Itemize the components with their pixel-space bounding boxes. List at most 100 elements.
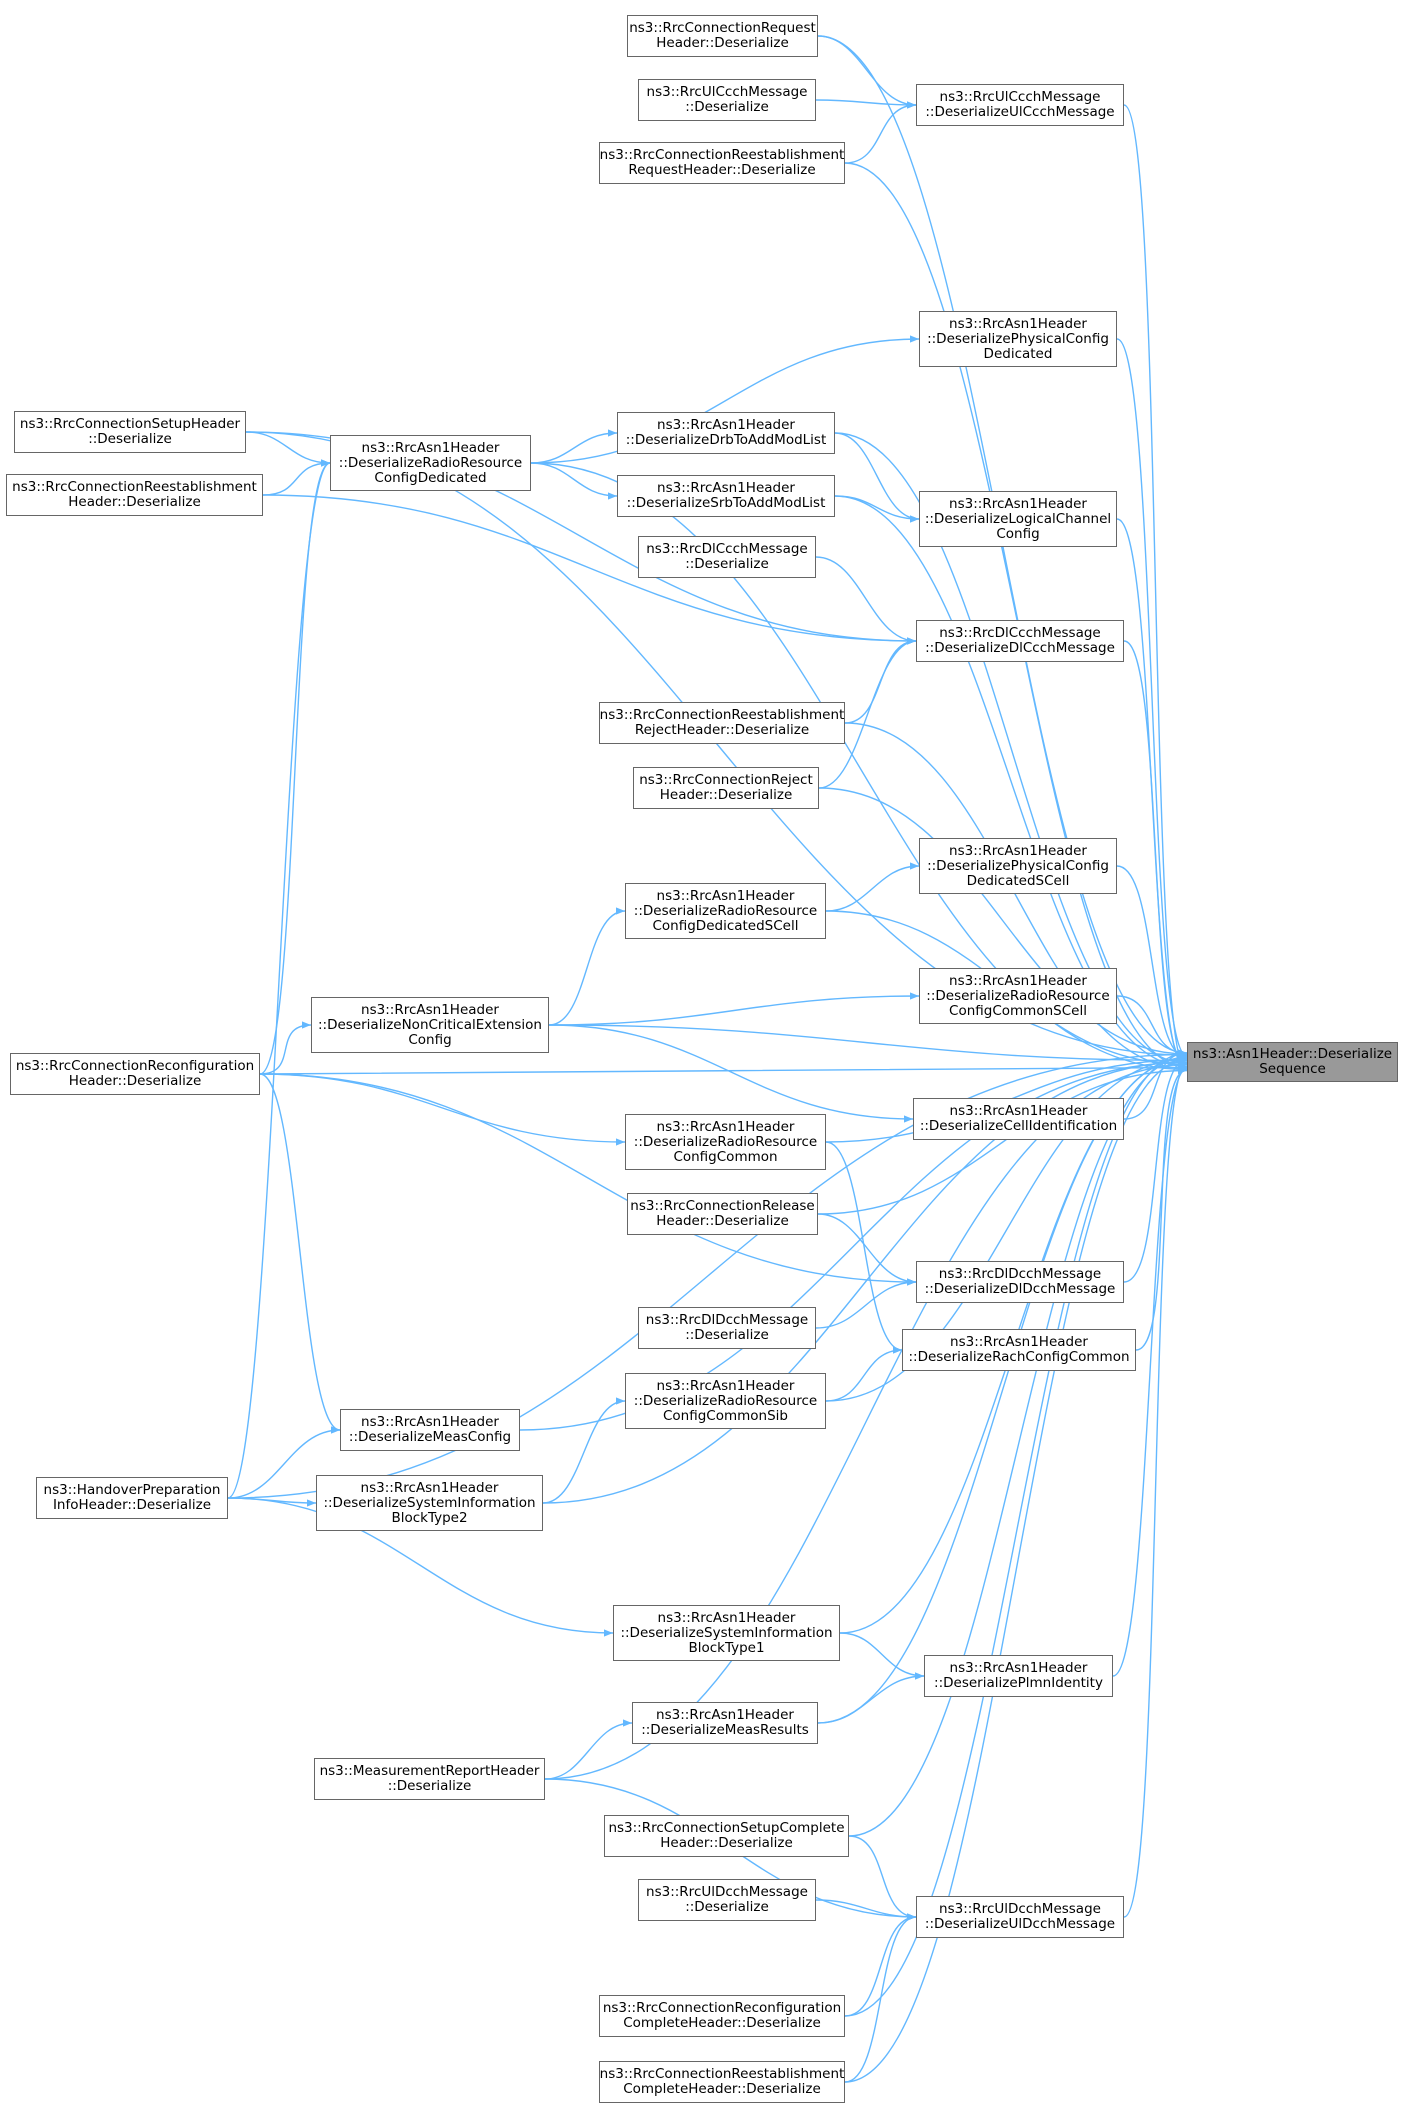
call-edge-n5-to-target xyxy=(1116,338,1188,1060)
node-rrcconnectionreestablishmentreject-header-deserialize[interactable]: ns3::RrcConnectionReestablishment Reject… xyxy=(599,702,845,744)
node-label-line: ns3::RrcAsn1Header xyxy=(361,1414,499,1430)
call-edge-n15-to-target xyxy=(818,787,1188,1058)
node-label-line: ns3::RrcAsn1Header xyxy=(950,1334,1088,1350)
call-edge-n19-to-n18 xyxy=(548,992,920,1026)
node-label-line: ::DeserializeRadioResource xyxy=(633,1133,818,1150)
node-label-line: ::DeserializeRadioResource xyxy=(338,454,523,471)
node-label-line: ::DeserializeNonCriticalExtension xyxy=(317,1016,542,1033)
node-label-line: ns3::RrcConnectionSetupHeader xyxy=(19,416,241,432)
node-rrcconnectionreconfigurationcomplete-header-deserialize[interactable]: ns3::RrcConnectionReconfiguration Comple… xyxy=(599,1995,845,2037)
node-deserializeplmnidentity[interactable]: ns3::RrcAsn1Header ::DeserializePlmnIden… xyxy=(924,1655,1113,1697)
call-edge-n7-to-n8 xyxy=(262,459,331,496)
node-label-line: ns3::RrcAsn1Header xyxy=(656,887,795,904)
call-edge-n30-to-target xyxy=(542,1058,1188,1504)
node-measurementreportheader-deserialize[interactable]: ns3::MeasurementReportHeader ::Deseriali… xyxy=(314,1758,545,1800)
call-edge-n29-to-n28 xyxy=(227,1426,341,1499)
node-label-line: Header::Deserialize xyxy=(660,1835,793,1851)
call-edge-n10-to-target xyxy=(834,495,1188,1071)
node-label-line: ns3::RrcUlDcchMessage xyxy=(939,1901,1101,1917)
node-rrcconnectionsetupcomplete-header-deserialize[interactable]: ns3::RrcConnectionSetupComplete Header::… xyxy=(604,1815,849,1857)
node-label-line: ::DeserializeMeasConfig xyxy=(348,1429,512,1445)
node-rrcconnectionsetupheader-deserialize[interactable]: ns3::RrcConnectionSetupHeader ::Deserial… xyxy=(14,411,246,453)
node-rrcconnectionreconfiguration-header-deserialize[interactable]: ns3::RrcConnectionReconfiguration Header… xyxy=(10,1053,260,1095)
node-rrcdldcchmessage-deserializedldcchmessage[interactable]: ns3::RrcDlDcchMessage ::DeserializeDlDcc… xyxy=(916,1261,1124,1303)
node-label-line: ns3::RrcDlCcchMessage xyxy=(646,541,808,557)
node-label-line: ns3::RrcConnectionReestablishment xyxy=(599,707,845,723)
node-label-line: ns3::RrcUlCcchMessage xyxy=(939,89,1101,105)
node-deserializesysteminformationblocktype1[interactable]: ns3::RrcAsn1Header ::DeserializeSystemIn… xyxy=(613,1605,840,1661)
call-edge-n17-to-n16 xyxy=(825,862,920,912)
node-rrcconnectionrequest-header-deserialize[interactable]: ns3::RrcConnectionRequest Header::Deseri… xyxy=(627,15,818,57)
node-rrcconnectionreestablishmentrequest-header-deserialize[interactable]: ns3::RrcConnectionReestablishment Reques… xyxy=(599,142,845,184)
node-label-line: ns3::RrcDlCcchMessage xyxy=(939,625,1101,641)
node-label-line: ns3::RrcConnectionReestablishment xyxy=(12,479,257,495)
node-rrculccchmessage-deserialize[interactable]: ns3::RrcUlCcchMessage ::Deserialize xyxy=(638,79,816,121)
node-label-line: ns3::RrcConnectionSetupComplete xyxy=(608,1820,845,1836)
node-rrcconnectionrelease-header-deserialize[interactable]: ns3::RrcConnectionRelease Header::Deseri… xyxy=(627,1193,818,1235)
node-handoverpreparationinfoheader-deserialize[interactable]: ns3::HandoverPreparation InfoHeader::Des… xyxy=(36,1477,228,1519)
node-deserializeradioresourceconfigdedicated[interactable]: ns3::RrcAsn1Header ::DeserializeRadioRes… xyxy=(330,435,531,491)
node-deserializephysicalconfigdedicated[interactable]: ns3::RrcAsn1Header ::DeserializePhysical… xyxy=(919,311,1117,367)
node-deserializesysteminformationblocktype2[interactable]: ns3::RrcAsn1Header ::DeserializeSystemIn… xyxy=(316,1475,543,1531)
node-label-line: ::DeserializeSystemInformation xyxy=(323,1494,536,1511)
node-deserializesrbtoaddmodlist[interactable]: ns3::RrcAsn1Header ::DeserializeSrbToAdd… xyxy=(617,475,835,517)
node-label-line: ::Deserialize xyxy=(685,556,769,572)
node-label-line: Header::Deserialize xyxy=(659,787,793,803)
node-label-line: ns3::RrcAsn1Header xyxy=(949,1103,1088,1119)
node-label-line: ns3::RrcAsn1Header xyxy=(360,1479,499,1496)
node-deserializeradioresourceconfigcommon[interactable]: ns3::RrcAsn1Header ::DeserializeRadioRes… xyxy=(625,1114,826,1170)
call-edge-n22-to-n26 xyxy=(825,1141,903,1354)
node-label-line: ::Deserialize xyxy=(685,99,769,115)
call-edge-n37-to-target xyxy=(1123,1060,1188,1918)
call-edge-n25-to-n24 xyxy=(815,1278,917,1329)
call-edge-n35-to-n37 xyxy=(848,1835,917,1921)
node-label-line: ns3::RrcUlCcchMessage xyxy=(646,84,808,100)
node-label-line: ns3::RrcAsn1Header xyxy=(949,315,1087,332)
node-rrcconnectionreestablishmentcomplete-header-deserialize[interactable]: ns3::RrcConnectionReestablishment Comple… xyxy=(599,2061,845,2103)
call-edge-n3-to-n4 xyxy=(844,101,917,164)
node-rrcconnectionreestablishment-header-deserialize[interactable]: ns3::RrcConnectionReestablishment Header… xyxy=(6,474,263,516)
node-label-line: ConfigCommon xyxy=(673,1148,778,1165)
node-label-line: ns3::RrcAsn1Header xyxy=(656,1118,795,1135)
call-edge-n32-to-target xyxy=(1112,1065,1188,1677)
node-deserializecellidentification[interactable]: ns3::RrcAsn1Header ::DeserializeCellIden… xyxy=(913,1098,1124,1140)
node-label-line: Config xyxy=(996,525,1040,542)
node-label-line: ConfigCommonSCell xyxy=(949,1002,1087,1019)
node-deserializedrbtoaddmodlist[interactable]: ns3::RrcAsn1Header ::DeserializeDrbToAdd… xyxy=(617,412,835,454)
node-deserializeradioresourceconfigdedicatedscell[interactable]: ns3::RrcAsn1Header ::DeserializeRadioRes… xyxy=(625,883,826,939)
node-label-line: ConfigDedicatedSCell xyxy=(652,917,799,934)
node-rrcconnectionreject-header-deserialize[interactable]: ns3::RrcConnectionReject Header::Deseria… xyxy=(633,767,819,809)
node-deserializephysicalconfigdedicatedscell[interactable]: ns3::RrcAsn1Header ::DeserializePhysical… xyxy=(919,838,1117,894)
node-rrcdlccchmessage-deserialize[interactable]: ns3::RrcDlCcchMessage ::Deserialize xyxy=(638,536,816,578)
node-deserializeradioresourceconfigcommonsib[interactable]: ns3::RrcAsn1Header ::DeserializeRadioRes… xyxy=(625,1373,826,1429)
call-edge-n30-to-n27 xyxy=(542,1397,626,1504)
node-label-line: ns3::RrcAsn1Header xyxy=(949,842,1087,859)
node-label-line: ::DeserializePhysicalConfig xyxy=(927,330,1109,347)
node-label-line: ns3::RrcAsn1Header xyxy=(656,1377,795,1394)
node-deserializenoncriticalextensionconfig[interactable]: ns3::RrcAsn1Header ::DeserializeNonCriti… xyxy=(311,997,549,1053)
node-label-line: ::DeserializeLogicalChannel xyxy=(924,510,1112,527)
node-deserializerachconfigcommon[interactable]: ns3::RrcAsn1Header ::DeserializeRachConf… xyxy=(902,1329,1136,1371)
node-rrcdldcchmessage-deserialize[interactable]: ns3::RrcDlDcchMessage ::Deserialize xyxy=(638,1307,816,1349)
node-deserializemeasconfig[interactable]: ns3::RrcAsn1Header ::DeserializeMeasConf… xyxy=(340,1409,520,1451)
node-rrculdcchmessage-deserializeuldcchmessage[interactable]: ns3::RrcUlDcchMessage ::DeserializeUlDcc… xyxy=(916,1896,1124,1938)
node-deserializeradioresourceconfigcommonscell[interactable]: ns3::RrcAsn1Header ::DeserializeRadioRes… xyxy=(919,968,1117,1024)
node-label-line: ns3::RrcAsn1Header xyxy=(949,495,1087,512)
node-deserializelogicalchannelconfig[interactable]: ns3::RrcAsn1Header ::DeserializeLogicalC… xyxy=(919,491,1117,547)
call-edge-n24-to-target xyxy=(1123,1055,1188,1283)
node-label-line: Header::Deserialize xyxy=(656,35,789,51)
call-edge-n20-to-n22 xyxy=(259,1073,626,1146)
node-rrcdlccchmessage-deserializedlccchmessage[interactable]: ns3::RrcDlCcchMessage ::DeserializeDlCcc… xyxy=(916,620,1124,662)
node-deserializemeasresults[interactable]: ns3::RrcAsn1Header ::DeserializeMeasResu… xyxy=(632,1702,818,1744)
call-edge-n9-to-n11 xyxy=(834,432,920,523)
node-label-line: ::DeserializeUlDcchMessage xyxy=(924,1916,1116,1932)
node-rrculccchmessage-deserializeulccchmessage[interactable]: ns3::RrcUlCcchMessage ::DeserializeUlCcc… xyxy=(916,84,1124,126)
call-edge-n29-to-n31 xyxy=(227,1497,614,1637)
node-label-line: ::DeserializeSystemInformation xyxy=(620,1624,833,1641)
node-label-line: Header::Deserialize xyxy=(68,494,201,510)
node-label-line: ::DeserializeRadioResource xyxy=(633,1392,818,1409)
node-label-line: ::DeserializeRadioResource xyxy=(633,902,818,919)
node-rrculdcchmessage-deserialize[interactable]: ns3::RrcUlDcchMessage ::Deserialize xyxy=(638,1879,816,1921)
node-label-line: CompleteHeader::Deserialize xyxy=(623,2015,821,2031)
